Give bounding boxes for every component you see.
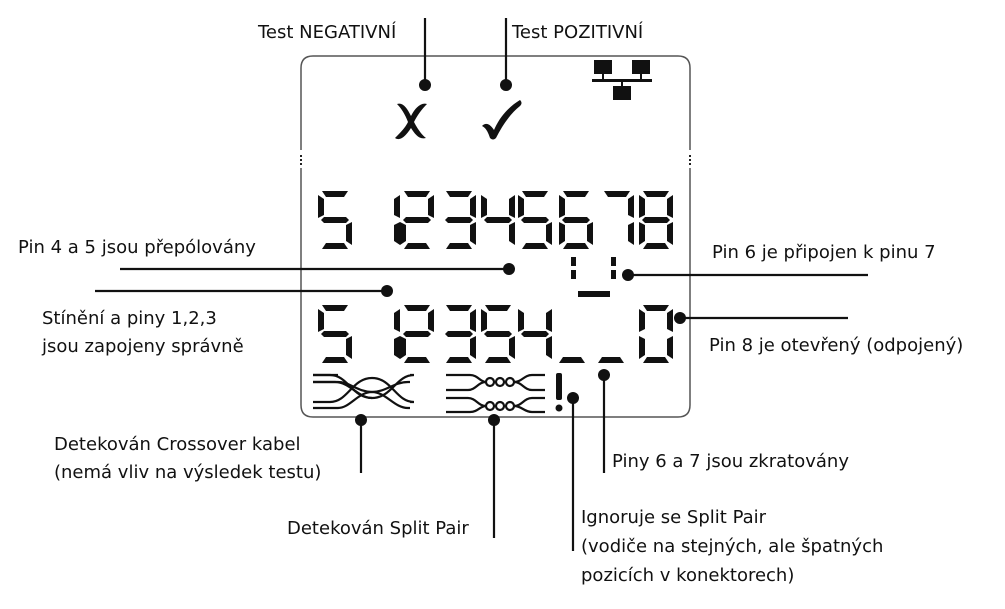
label-shield-ok-1: Stínění a piny 1,2,3 [42,308,217,329]
lcd-row-2 [318,305,673,363]
lcd-row-1 [318,191,673,249]
label-split-pair: Detekován Split Pair [287,518,469,539]
label-crossover-2: (nemá vliv na výsledek testu) [54,462,321,483]
label-test-negative: Test NEGATIVNÍ [257,21,396,43]
label-pins-reversed: Pin 4 a 5 jsou přepólovány [18,237,256,258]
label-pin6-to-7: Pin 6 je připojen k pinu 7 [712,242,936,263]
label-ignore-split-2: (vodiče na stejných, ale špatných [581,536,883,557]
label-ignore-split-1: Ignoruje se Split Pair [581,507,767,528]
x-mark-icon [395,103,427,140]
network-icon [592,60,652,100]
pin-link-bracket [571,257,616,297]
label-crossover-1: Detekován Crossover kabel [54,434,301,455]
label-pin8-open: Pin 8 je otevřený (odpojený) [709,335,963,356]
callout-lines [95,18,868,551]
check-mark-icon [482,100,522,140]
label-shorted: Piny 6 a 7 jsou zkratovány [612,451,849,472]
split-pair-icon [446,373,545,414]
exclamation-icon [555,373,563,412]
label-test-positive: Test POZITIVNÍ [511,21,643,43]
label-ignore-split-3: pozicích v konektorech) [581,565,794,586]
crossover-icon [313,373,415,410]
label-shield-ok-2: jsou zapojeny správně [41,336,244,357]
